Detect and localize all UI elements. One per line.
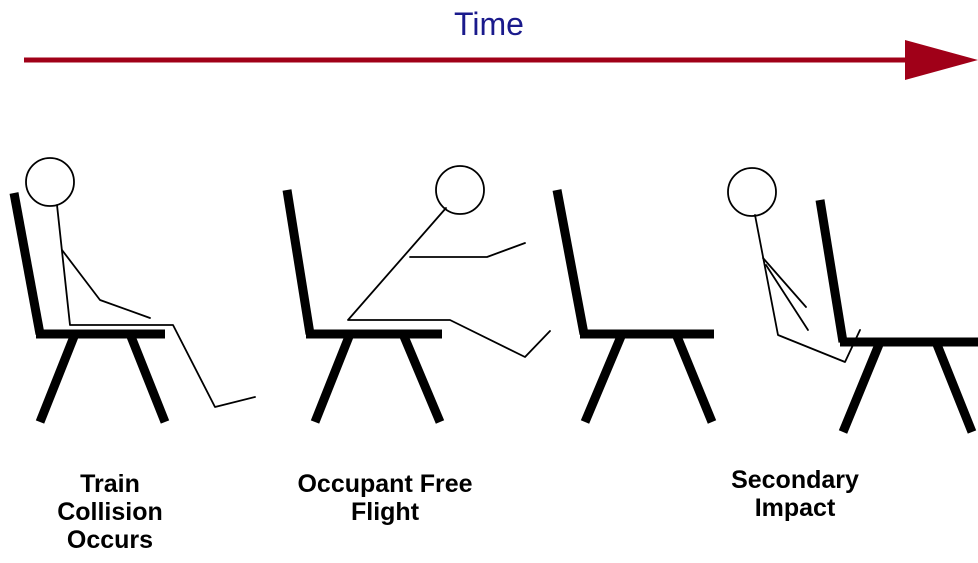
occupant-4-arm-1 bbox=[763, 258, 806, 307]
chair-2 bbox=[287, 190, 442, 422]
occupant-1-head bbox=[26, 158, 74, 206]
caption-free-flight: Occupant Free Flight bbox=[265, 470, 505, 526]
chair-1 bbox=[14, 193, 165, 422]
time-label: Time bbox=[389, 6, 589, 43]
occupant-1-torso-leg bbox=[57, 205, 255, 407]
occupant-4-arm-2 bbox=[766, 265, 808, 330]
caption-train-collision: Train Collision Occurs bbox=[25, 470, 195, 554]
occupant-1-arm bbox=[62, 250, 150, 318]
chair-3 bbox=[557, 190, 714, 422]
chair-4 bbox=[820, 200, 978, 432]
occupant-2 bbox=[348, 166, 550, 357]
time-arrow-head bbox=[905, 40, 978, 80]
caption-secondary-impact: Secondary Impact bbox=[700, 466, 890, 522]
occupant-2-head bbox=[436, 166, 484, 214]
time-arrow bbox=[24, 40, 978, 80]
occupant-2-arm bbox=[410, 243, 525, 257]
occupant-4-head bbox=[728, 168, 776, 216]
